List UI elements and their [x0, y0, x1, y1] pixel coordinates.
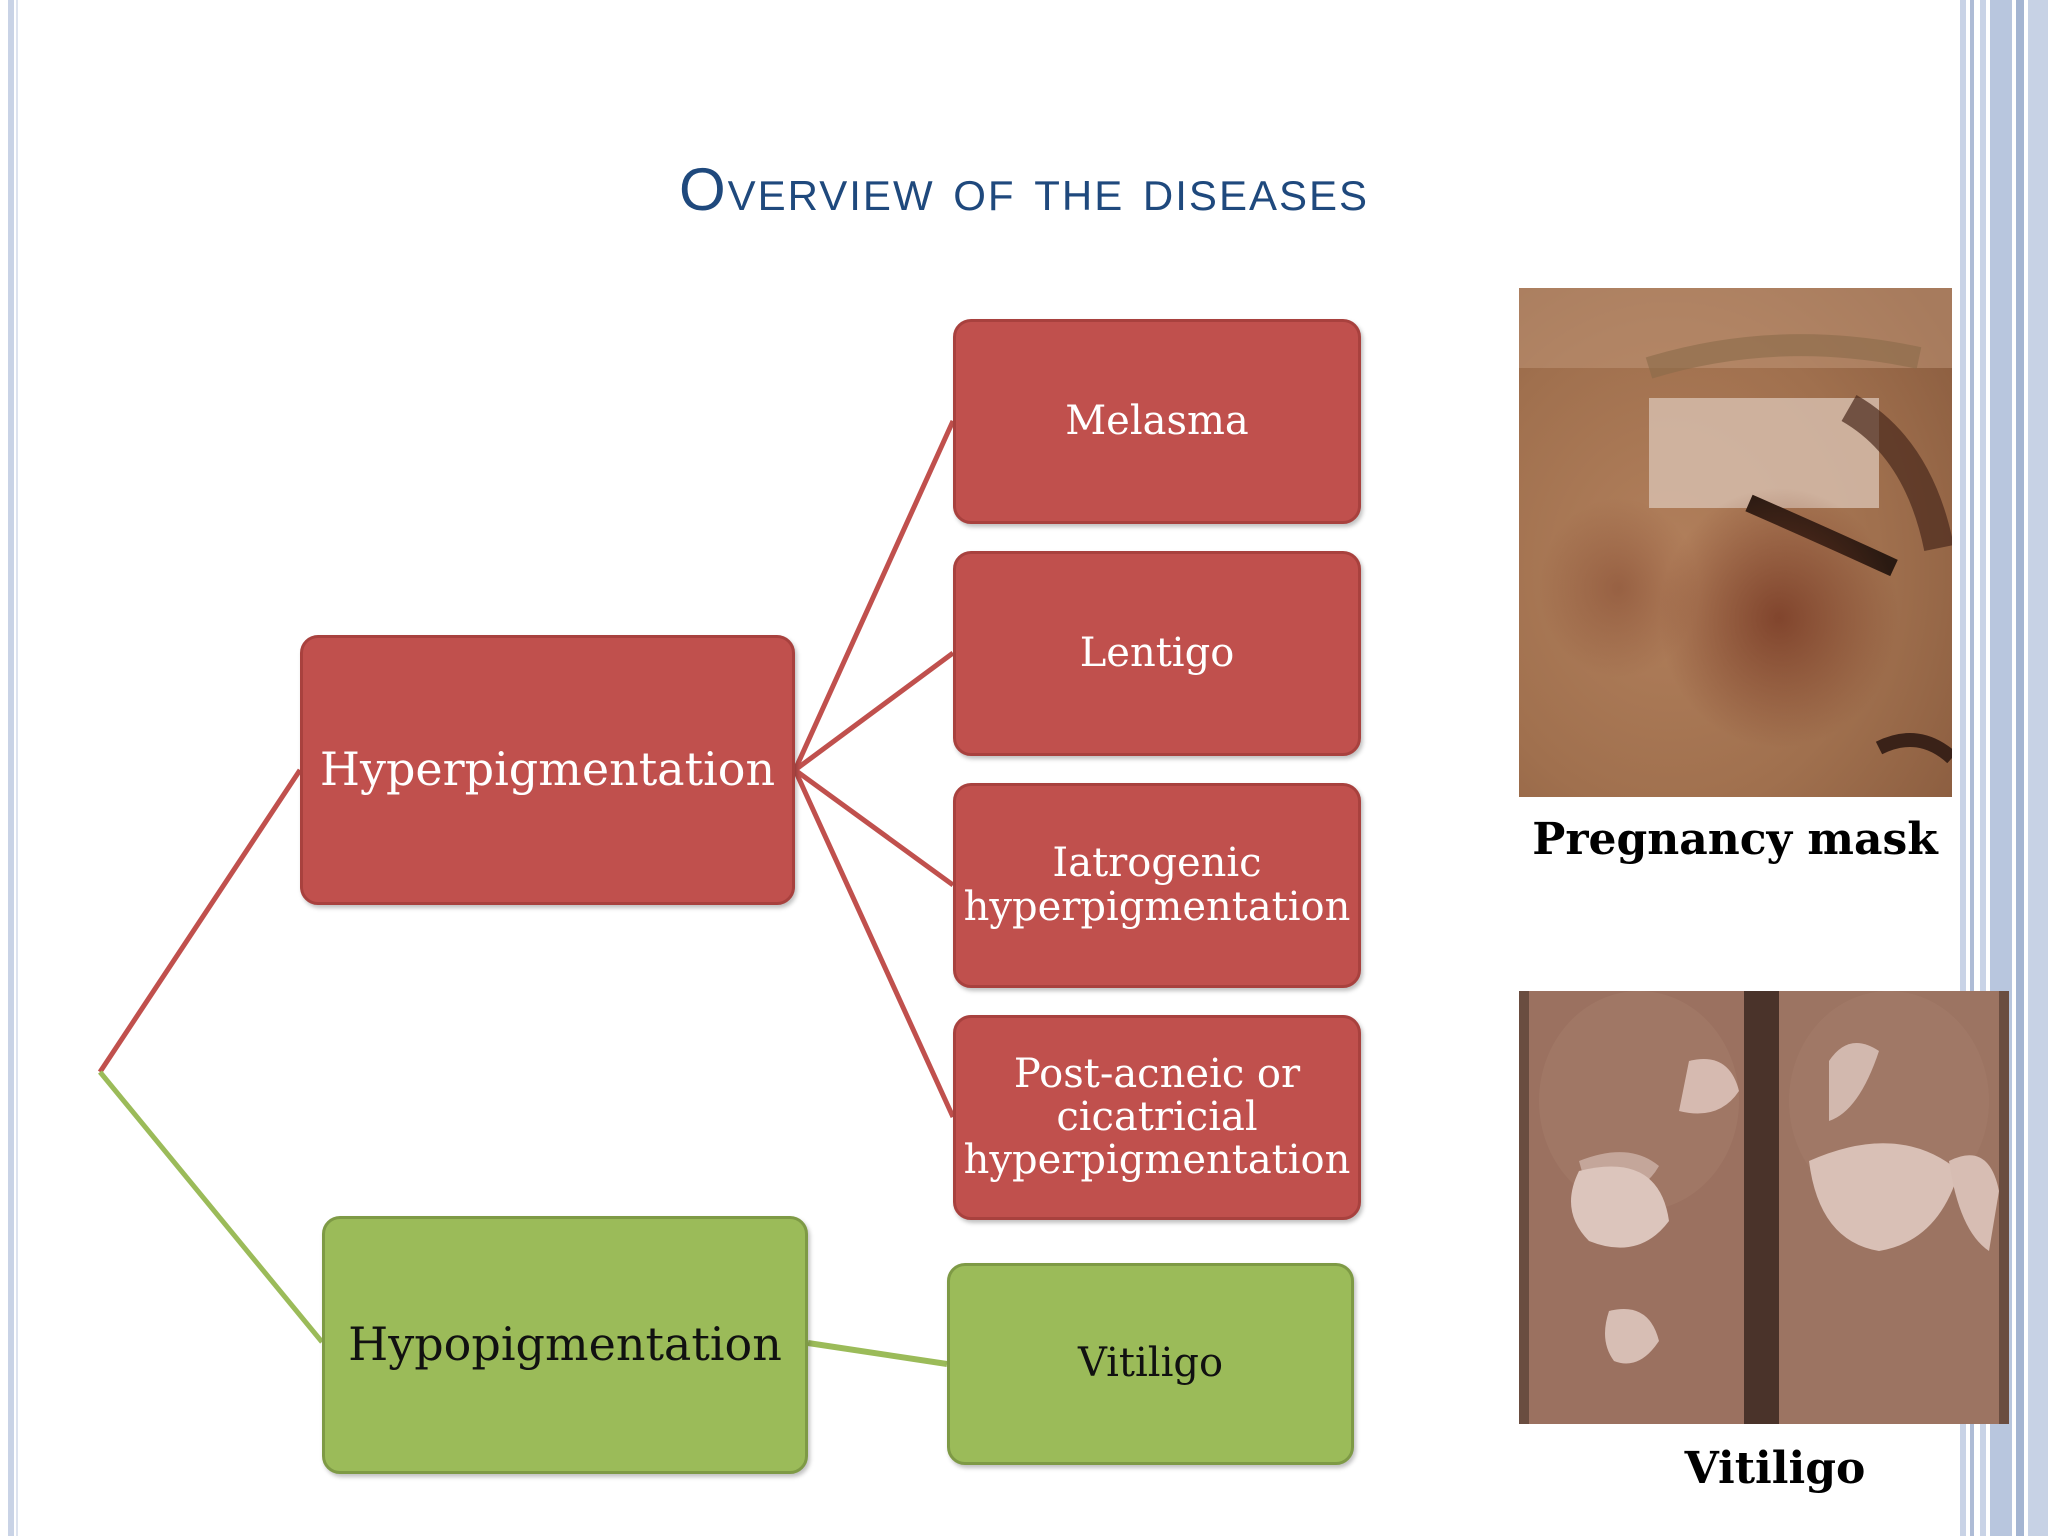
- connector-hyper-postacneic: [792, 768, 956, 1119]
- node-hyperpigmentation-label: Hyperpigmentation: [319, 742, 776, 797]
- node-melasma: Melasma: [953, 319, 1361, 524]
- connector-hyper-melasma: [792, 419, 956, 772]
- node-vitiligo-label: Vitiligo: [1077, 1340, 1224, 1387]
- node-vitiligo: Vitiligo: [947, 1263, 1354, 1465]
- node-melasma-label: Melasma: [1065, 397, 1249, 444]
- connector-root-hypo: [98, 1070, 324, 1344]
- node-postacneic-label: Post-acneic or cicatricial hyperpigmenta…: [963, 1050, 1351, 1184]
- connector-hyper-lentigo: [793, 650, 955, 773]
- node-hyperpigmentation: Hyperpigmentation: [300, 635, 795, 905]
- left-border-inner: [16, 0, 18, 1536]
- face-skin-photo: [1519, 288, 1952, 797]
- caption-pregnancy-mask: Pregnancy mask: [1532, 814, 1938, 865]
- node-hypopigmentation-label: Hypopigmentation: [348, 1317, 782, 1372]
- left-border: [8, 0, 14, 1536]
- node-hypopigmentation: Hypopigmentation: [322, 1216, 808, 1474]
- connector-root-hyper: [97, 768, 303, 1074]
- node-iatrogenic-label: Iatrogenic hyperpigmentation: [963, 840, 1351, 930]
- node-iatrogenic: Iatrogenic hyperpigmentation: [953, 783, 1361, 988]
- node-lentigo-label: Lentigo: [1079, 629, 1235, 676]
- slide-title: Overview of the diseases: [678, 156, 1370, 223]
- node-lentigo: Lentigo: [953, 551, 1361, 756]
- caption-vitiligo: Vitiligo: [1684, 1443, 1866, 1494]
- knees-skin-photo: [1519, 991, 2009, 1424]
- connector-hypo-vitiligo: [807, 1340, 948, 1367]
- connector-hyper-iatrogenic: [793, 767, 955, 888]
- node-postacneic: Post-acneic or cicatricial hyperpigmenta…: [953, 1015, 1361, 1220]
